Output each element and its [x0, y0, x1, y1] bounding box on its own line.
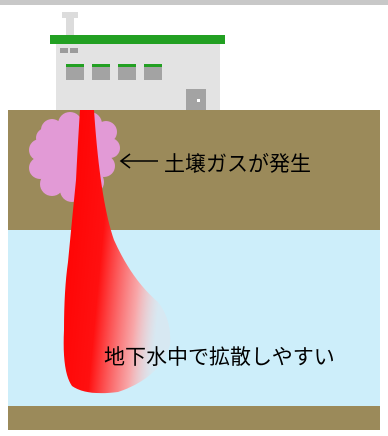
soil-gas-label: 土壌ガスが発生	[164, 152, 311, 176]
chimney	[62, 12, 78, 18]
small-window	[60, 48, 68, 53]
window	[92, 64, 110, 80]
factory-icon	[50, 12, 225, 110]
arrow-left-icon	[119, 153, 158, 169]
window	[118, 64, 136, 80]
door-knob	[197, 99, 200, 102]
window-frame	[144, 64, 162, 67]
bottom-soil-layer	[8, 406, 380, 430]
window	[144, 64, 162, 80]
window-frame	[92, 64, 110, 67]
groundwater-layer	[8, 230, 380, 406]
window-frame	[118, 64, 136, 67]
window-frame	[66, 64, 84, 67]
window	[66, 64, 84, 80]
groundwater-diffusion-label: 地下水中で拡散しやすい	[104, 345, 335, 369]
small-window	[70, 48, 78, 53]
door	[186, 89, 206, 110]
top-bar	[0, 0, 388, 5]
contamination-plume	[63, 110, 171, 394]
chimney-stack	[66, 18, 74, 36]
factory-roof	[50, 35, 225, 44]
